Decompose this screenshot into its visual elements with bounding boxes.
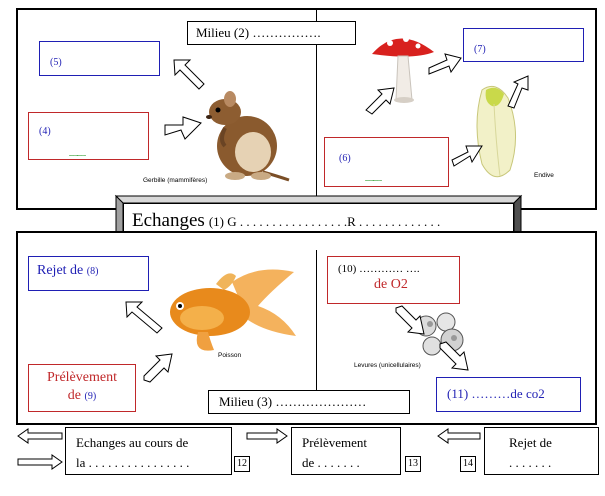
box-14-num-label: 14 — [463, 458, 473, 469]
banner-title: Echanges — [132, 210, 205, 231]
box-5-label: (5) — [50, 57, 62, 68]
box-7: (7) — [463, 28, 584, 62]
endive-image — [476, 85, 517, 178]
box-4-squiggle: ﹏﹏ — [69, 147, 86, 157]
mushroom-image — [372, 36, 434, 103]
arrow-endive-to-box7 — [507, 75, 529, 109]
gerbil-caption: Gerbille (mammifères) — [143, 177, 208, 184]
box-8-text: Rejet de — [37, 263, 84, 278]
box-13-num-label: 13 — [408, 458, 418, 469]
milieu-2-box: Milieu (2) ……………. — [187, 21, 356, 45]
gerbil-image — [206, 91, 290, 182]
box-13-line2: de . . . . . . . — [302, 455, 360, 470]
arrow-yeast-to-box11 — [439, 341, 469, 371]
arrow-box10-to-yeast — [395, 305, 425, 335]
box-13-num: 13 — [405, 456, 421, 472]
arrow-fish-to-box8 — [125, 301, 163, 334]
top-divider — [316, 9, 317, 209]
box-7-label: (7) — [474, 44, 486, 55]
yeast-image — [415, 312, 464, 356]
box-14-line1: Rejet de — [509, 435, 552, 450]
arrow-from-box4 — [164, 116, 202, 140]
box-12-line2: la . . . . . . . . . . . . . . . . — [76, 455, 190, 470]
box-10: (10) ………… …. de O2 — [327, 256, 460, 304]
box-9-num: (9) — [84, 391, 97, 402]
box-8: Rejet de (8) — [28, 256, 149, 291]
milieu-3-label: Milieu (3) ………………… — [219, 394, 367, 409]
endive-caption: Endive — [534, 172, 554, 179]
milieu-3-box: Milieu (3) ………………… — [208, 390, 410, 414]
goldfish-caption: Poisson — [218, 352, 242, 359]
box-8-num: (8) — [86, 266, 99, 277]
milieu-2-label: Milieu (2) ……………. — [196, 25, 321, 40]
box-4: (4) ﹏﹏ — [28, 112, 149, 160]
box-4-label: (4) — [39, 126, 51, 137]
box-5: (5) — [39, 41, 160, 76]
goldfish-image — [170, 269, 296, 351]
box-14-line2: . . . . . . . — [509, 455, 552, 470]
arrow-mushroom-to-box7 — [428, 53, 462, 75]
box-14: Rejet de . . . . . . . — [484, 427, 599, 475]
legend-arrow-left-2 — [437, 428, 481, 444]
box-12-line1: Echanges au cours de — [76, 435, 189, 450]
box-10-line2: de O2 — [374, 277, 408, 292]
box-9-line1: Prélèvement — [47, 370, 117, 385]
bottom-divider — [316, 250, 317, 392]
legend-arrow-right — [246, 428, 288, 444]
box-10-line1: (10) ………… …. — [338, 263, 420, 275]
box-11-label: (11) ………de co2 — [447, 386, 545, 401]
arrow-box9-to-fish — [143, 353, 173, 383]
yeast-caption: Levures (unicellulaires) — [354, 362, 421, 369]
box-11: (11) ………de co2 — [436, 377, 581, 412]
arrow-to-mushroom — [365, 87, 395, 115]
box-6-label: (6) — [339, 153, 351, 164]
box-9: Prélèvement de (9) — [28, 364, 136, 412]
box-13-line1: Prélèvement — [302, 435, 367, 450]
box-6: (6) ﹏﹏ — [324, 137, 449, 187]
box-12-num-label: 12 — [237, 458, 247, 469]
box-12-num: 12 — [234, 456, 250, 472]
box-13: Prélèvement de . . . . . . . — [291, 427, 401, 475]
legend-arrows-left — [17, 428, 63, 470]
box-14-num: 14 — [460, 456, 476, 472]
arrow-to-box5 — [173, 59, 205, 90]
arrow-box6-to-endive — [451, 145, 483, 167]
box-9-line2: de — [67, 388, 82, 403]
box-6-squiggle: ﹏﹏ — [365, 172, 382, 182]
box-12: Echanges au cours de la . . . . . . . . … — [65, 427, 232, 475]
banner-subtitle: (1) G . . . . . . . . . . . . . . . . .R… — [208, 214, 441, 229]
